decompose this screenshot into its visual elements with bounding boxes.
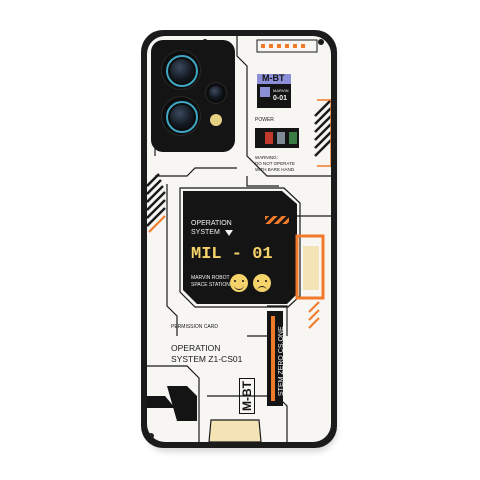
permission-card: PERMISSION CARD bbox=[171, 324, 218, 330]
power-label: POWER bbox=[255, 117, 274, 123]
mbt-badge: M-BT bbox=[262, 73, 285, 83]
os2-line1: OPERATION bbox=[171, 343, 221, 353]
os-line1: OPERATION bbox=[191, 220, 232, 227]
model-name: MIL - 01 bbox=[191, 245, 273, 264]
marvin-tag-line1: MARVIN bbox=[273, 88, 289, 93]
serial-number: 8536-A011 bbox=[245, 194, 274, 200]
os2-line2: SYSTEM Z1-CS01 bbox=[171, 354, 243, 364]
case-graphic-artwork bbox=[147, 36, 331, 442]
hazard-stripes-icon bbox=[314, 99, 331, 157]
marvin-robot: MARVIN ROBOT bbox=[191, 275, 230, 281]
warning-line2: DO NOT OPERATE bbox=[255, 161, 295, 166]
orange-dash-icon bbox=[265, 216, 289, 224]
mbt-large: M-BT bbox=[239, 378, 255, 414]
warning-line3: WITH BARE HAND. bbox=[255, 167, 296, 172]
warning-line1: WARNING: bbox=[255, 155, 278, 160]
marvin-tag-line2: 0-01 bbox=[273, 95, 288, 102]
case-back-print: M-BT MARVIN 0-01 POWER WARNING: DO NOT O… bbox=[147, 36, 331, 442]
orange-bracket bbox=[295, 234, 325, 300]
triangle-icon bbox=[225, 230, 233, 236]
flash-icon bbox=[210, 114, 222, 126]
stem-label: STEM ZERO CS.ONE bbox=[278, 326, 285, 396]
space-station: SPACE STATION bbox=[191, 282, 230, 288]
os-line2: SYSTEM bbox=[191, 229, 220, 236]
